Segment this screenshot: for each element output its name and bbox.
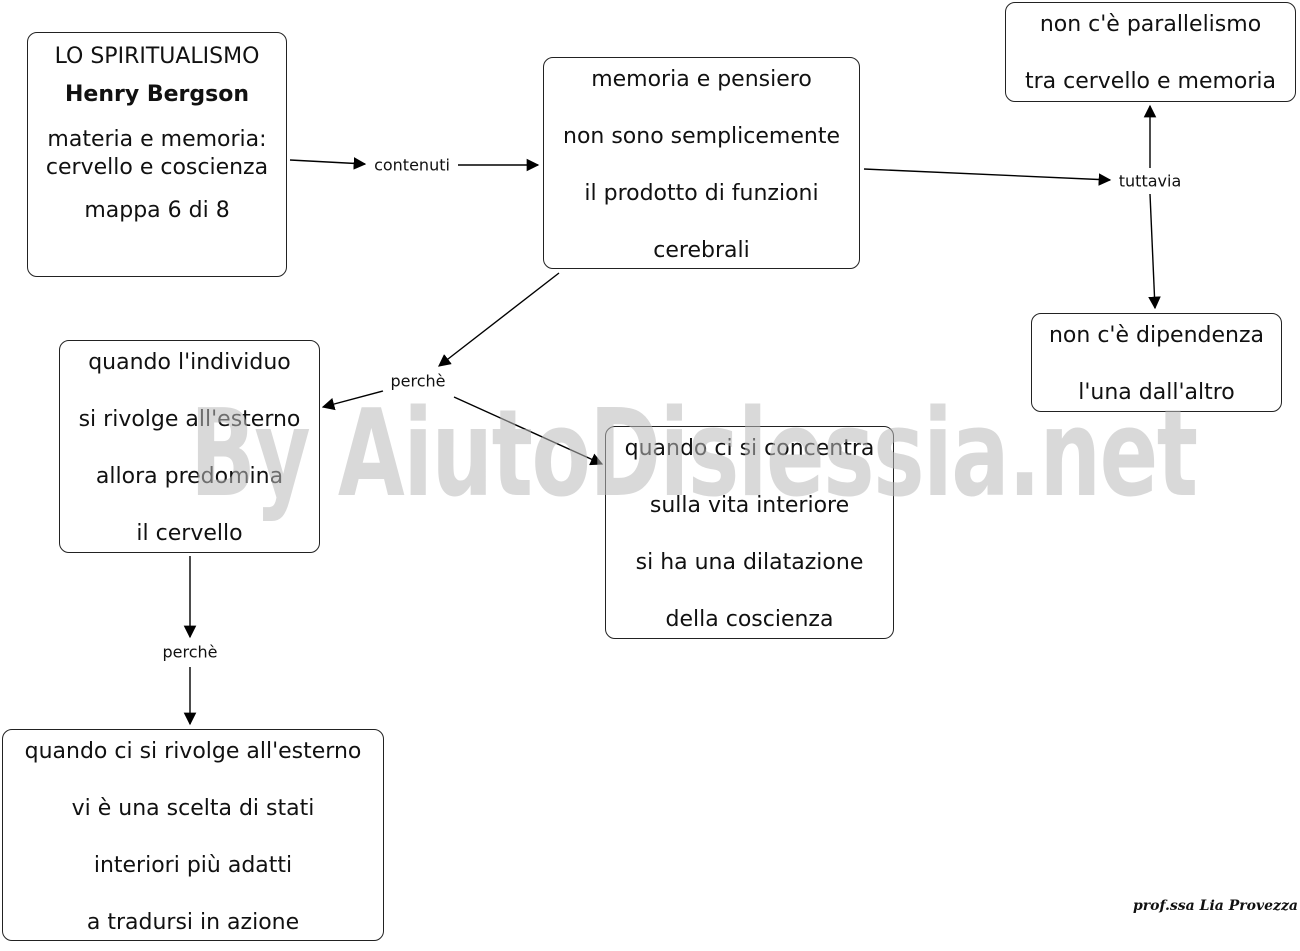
text-line: interiori più adatti bbox=[93, 853, 293, 878]
text-line: non c'è parallelismo bbox=[1039, 12, 1262, 37]
text-line: il prodotto di funzioni bbox=[584, 181, 819, 206]
node-subtitle-line-1: materia e memoria: bbox=[47, 127, 267, 152]
arrow-perche-to-individuo bbox=[321, 390, 384, 411]
link-label-contenuti: contenuti bbox=[371, 155, 453, 175]
node-rivolge-allesterno: quando ci si rivolge all'esterno vi è un… bbox=[2, 729, 384, 941]
text-line: sulla vita interiore bbox=[649, 493, 850, 518]
text-line: tra cervello e memoria bbox=[1024, 69, 1277, 94]
node-title-line: LO SPIRITUALISMO bbox=[54, 44, 260, 69]
text-line: a tradursi in azione bbox=[86, 910, 300, 935]
link-label-tuttavia: tuttavia bbox=[1115, 171, 1185, 191]
text-line: si rivolge all'esterno bbox=[78, 407, 301, 432]
node-quando-lindividuo: quando l'individuo si rivolge all'estern… bbox=[59, 340, 320, 553]
arrow-tuttavia-to-dipendenza bbox=[1148, 193, 1161, 310]
node-lo-spiritualismo: LO SPIRITUALISMO Henry Bergson materia e… bbox=[27, 32, 287, 277]
text-line: l'una dall'altro bbox=[1078, 380, 1235, 405]
link-label-perche: perchè bbox=[387, 371, 449, 391]
text-line: vi è una scelta di stati bbox=[71, 796, 315, 821]
text-line: quando ci si rivolge all'esterno bbox=[24, 739, 362, 764]
text-line: non c'è dipendenza bbox=[1048, 323, 1264, 348]
arrow-memoria-to-tuttavia bbox=[863, 168, 1112, 186]
node-non-ce-dipendenza: non c'è dipendenza l'una dall'altro bbox=[1031, 313, 1282, 412]
node-author-line: Henry Bergson bbox=[64, 82, 249, 107]
text-line: quando ci si concentra bbox=[624, 436, 875, 461]
node-vita-interiore: quando ci si concentra sulla vita interi… bbox=[605, 426, 894, 639]
text-line: memoria e pensiero bbox=[591, 67, 812, 92]
text-line: allora predomina bbox=[95, 464, 284, 489]
arrow-perche-to-interiore bbox=[453, 396, 604, 466]
arrow-title-to-contenuti bbox=[289, 157, 367, 170]
text-line: il cervello bbox=[136, 521, 243, 546]
node-subtitle-line-2: cervello e coscienza bbox=[45, 155, 269, 180]
text-line: cerebrali bbox=[653, 238, 750, 263]
text-line: della coscienza bbox=[665, 607, 834, 632]
node-non-ce-parallelismo: non c'è parallelismo tra cervello e memo… bbox=[1005, 2, 1296, 102]
arrow-memoria-to-perche bbox=[438, 272, 560, 367]
text-line: non sono semplicemente bbox=[563, 124, 840, 149]
text-line: si ha una dilatazione bbox=[635, 550, 864, 575]
author-signature: prof.ssa Lia Provezza bbox=[1133, 898, 1298, 914]
text-line: quando l'individuo bbox=[88, 350, 291, 375]
link-label-perche: perchè bbox=[159, 642, 221, 662]
node-memoria-e-pensiero: memoria e pensiero non sono semplicement… bbox=[543, 57, 860, 269]
node-map-number: mappa 6 di 8 bbox=[84, 198, 230, 223]
